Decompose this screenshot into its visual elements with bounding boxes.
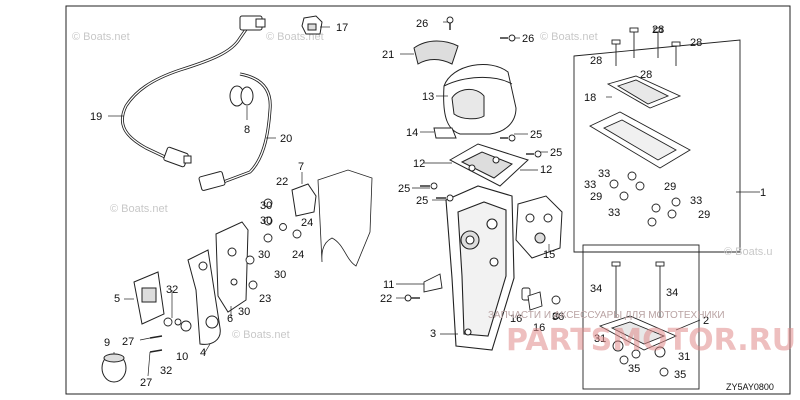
callout-16: 16 xyxy=(510,313,522,325)
callout-4: 4 xyxy=(200,347,206,359)
leader-lines xyxy=(108,21,760,377)
callout-28: 28 xyxy=(640,69,652,81)
callout-13: 13 xyxy=(422,91,434,103)
diagram-frame xyxy=(65,5,791,395)
callout-29: 29 xyxy=(698,209,710,221)
callout-30: 30 xyxy=(274,269,286,281)
callout-6: 6 xyxy=(227,313,233,325)
callout-12: 12 xyxy=(413,158,425,170)
control-housing-3 xyxy=(445,185,515,351)
callout-11: 11 xyxy=(383,279,394,291)
partsmotor-watermark: ЗАПЧАСТИ И АКСЕССУАРЫ ДЛЯ МОТОТЕХНИКИ PA… xyxy=(488,310,796,358)
knob-7 xyxy=(291,183,317,217)
callout-35: 35 xyxy=(628,363,640,375)
bracket-14 xyxy=(433,127,457,139)
callout-15: 15 xyxy=(543,249,555,261)
inset-box-1 xyxy=(573,39,741,253)
callout-32: 32 xyxy=(166,284,178,296)
callout-33: 33 xyxy=(584,179,596,191)
callout-24: 24 xyxy=(292,249,304,261)
callout-5: 5 xyxy=(114,293,120,305)
callout-8: 8 xyxy=(244,124,250,136)
callout-27: 27 xyxy=(122,336,134,348)
callout-27: 27 xyxy=(140,377,152,389)
callout-20: 20 xyxy=(280,133,292,145)
callouts: 1 2 3 4 5 6 7 8 9 10 11 12 12 13 14 15 1… xyxy=(90,18,766,389)
bracket-6 xyxy=(215,221,249,313)
diagram-code: ZY5AY0800 xyxy=(726,382,774,392)
callout-28: 28 xyxy=(590,55,602,67)
watermark-site: © Boats.net xyxy=(72,31,130,43)
grommet-8 xyxy=(229,85,254,107)
callout-19: 19 xyxy=(90,111,102,123)
callout-36: 36 xyxy=(552,311,564,323)
plate-12 xyxy=(448,143,529,187)
callout-26: 26 xyxy=(416,18,428,30)
watermark-site: © Boats.net xyxy=(110,203,168,215)
small-parts-center xyxy=(404,16,561,320)
callout-7: 7 xyxy=(298,161,304,173)
harness-20 xyxy=(198,72,272,191)
inset1-parts xyxy=(589,27,691,227)
callout-31: 31 xyxy=(594,333,606,345)
callout-33: 33 xyxy=(598,168,610,180)
callout-25: 25 xyxy=(530,129,542,141)
callout-32: 32 xyxy=(160,365,172,377)
callout-30: 30 xyxy=(260,215,272,227)
callout-31: 31 xyxy=(678,351,690,363)
clip-17 xyxy=(301,15,323,35)
callout-12: 12 xyxy=(540,164,552,176)
callout-25: 25 xyxy=(550,147,562,159)
inset-box-2 xyxy=(582,244,700,390)
callout-22: 22 xyxy=(276,176,288,188)
watermark-site: © Boats.net xyxy=(232,329,290,341)
switch-5 xyxy=(133,271,165,325)
watermark-site-edge: © Boats.u xyxy=(724,246,772,258)
grommet-9 xyxy=(101,353,127,383)
callout-34: 34 xyxy=(590,283,602,295)
callout-35: 35 xyxy=(674,369,686,381)
callout-26: 26 xyxy=(522,33,534,45)
callout-34: 34 xyxy=(666,287,678,299)
callout-14: 14 xyxy=(406,127,418,139)
callout-30: 30 xyxy=(260,200,272,212)
fastener-cluster-left xyxy=(149,198,302,353)
callout-9: 9 xyxy=(104,337,110,349)
watermark-logo: PARTSMOTOR.RU xyxy=(506,323,796,358)
cover-21 xyxy=(413,40,459,65)
callout-30: 30 xyxy=(238,306,250,318)
plate-15 xyxy=(515,195,563,259)
callout-28: 28 xyxy=(652,24,664,36)
lever-4 xyxy=(187,249,221,345)
callout-29: 29 xyxy=(664,181,676,193)
cover-13 xyxy=(443,64,517,135)
callout-3: 3 xyxy=(430,328,436,340)
gasket-sheet xyxy=(317,169,373,267)
callout-29: 29 xyxy=(590,191,602,203)
callout-2: 2 xyxy=(703,315,709,327)
callout-28: 28 xyxy=(690,37,702,49)
inset2-parts xyxy=(598,261,678,377)
callout-24: 24 xyxy=(301,217,313,229)
callout-18: 18 xyxy=(584,92,596,104)
callout-30: 30 xyxy=(258,249,270,261)
callout-1: 1 xyxy=(760,187,766,199)
callout-25: 25 xyxy=(398,183,410,195)
callout-33: 33 xyxy=(690,195,702,207)
callout-23: 23 xyxy=(259,293,271,305)
callout-10: 10 xyxy=(176,351,188,363)
callout-17: 17 xyxy=(336,22,348,34)
callout-25: 25 xyxy=(416,195,428,207)
callout-33: 33 xyxy=(608,207,620,219)
callout-21: 21 xyxy=(382,49,394,61)
callout-22: 22 xyxy=(380,293,392,305)
callout-16: 16 xyxy=(533,322,545,334)
harness-19 xyxy=(120,15,266,168)
watermark-site: © Boats.net xyxy=(540,31,598,43)
watermark-ribbon: ЗАПЧАСТИ И АКСЕССУАРЫ ДЛЯ МОТОТЕХНИКИ xyxy=(488,310,725,321)
